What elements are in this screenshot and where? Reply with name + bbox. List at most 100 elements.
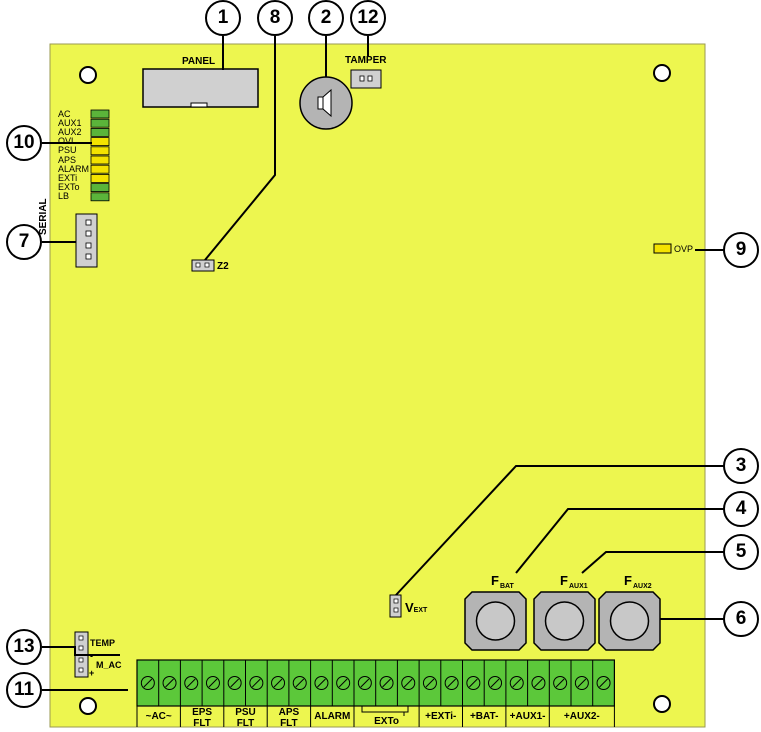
screw-slot xyxy=(468,678,478,688)
fuse-label: FAUX1 xyxy=(560,573,588,590)
callout-number: 2 xyxy=(320,7,332,28)
temp-plus: + xyxy=(89,668,95,678)
tamper-label: TAMPER xyxy=(345,55,387,66)
screw-slot xyxy=(251,678,261,688)
callout-number: 12 xyxy=(357,7,379,28)
ovp-led xyxy=(653,243,672,254)
screw-slot xyxy=(317,678,326,688)
screw-slot xyxy=(599,678,608,688)
fuse-sub: BAT xyxy=(499,583,514,590)
mounting-hole xyxy=(79,697,97,715)
callout-circle xyxy=(723,232,759,268)
exto-bracket xyxy=(361,706,409,716)
panel-label: PANEL xyxy=(182,56,216,67)
led-label: EXTo xyxy=(58,182,80,193)
callout-circle xyxy=(723,491,759,527)
z2-jumper xyxy=(191,259,215,272)
callout-number: 7 xyxy=(18,231,30,252)
terminal-label: +BAT- xyxy=(463,711,506,722)
screw-slot xyxy=(534,678,543,688)
fuse-letter: F xyxy=(560,573,568,588)
led-label: ALARM xyxy=(58,163,90,174)
terminal-label-line2: FLT xyxy=(236,718,255,729)
callout-circles xyxy=(6,0,759,708)
callout-circle xyxy=(723,601,759,637)
callout-circle xyxy=(6,125,42,161)
led-ac xyxy=(90,109,110,119)
terminal-label-line1: ~AC~ xyxy=(145,711,172,722)
callout-circle xyxy=(205,0,241,36)
led-label: AUX1 xyxy=(58,117,82,128)
fuse-cap xyxy=(609,601,650,641)
callout-number: 13 xyxy=(13,636,35,657)
terminal-label-line1: EPS xyxy=(192,707,213,718)
callout-number: 11 xyxy=(13,679,35,700)
fuse-letter: F xyxy=(624,573,632,588)
tamper-connector xyxy=(350,69,382,89)
terminal-label-line1: +AUX1- xyxy=(509,711,546,722)
terminal-label-dividers xyxy=(136,706,615,727)
led-indicators xyxy=(90,109,110,202)
led-lb xyxy=(90,192,110,202)
mounting-hole xyxy=(653,695,671,713)
vext-main: V xyxy=(405,600,414,615)
led-ovl xyxy=(90,137,110,147)
mounting-holes xyxy=(79,64,671,715)
led-aux2 xyxy=(90,127,110,137)
ovp-label: OVP xyxy=(674,244,694,254)
screw-slot xyxy=(403,678,413,688)
terminal-label-line2: FLT xyxy=(280,718,298,729)
terminal-label-line1: ALARM xyxy=(314,711,351,722)
panel-connector xyxy=(142,68,259,108)
speaker-icon xyxy=(317,88,332,118)
fuse-letter: F xyxy=(491,573,499,588)
led-aux1 xyxy=(90,118,110,128)
terminal-label-line1: +BAT- xyxy=(469,711,499,722)
screw-slot xyxy=(555,678,565,688)
vext-sub: EXT xyxy=(413,607,428,614)
screw-slot xyxy=(186,678,196,688)
callout-number: 5 xyxy=(735,541,747,562)
screw-slot xyxy=(165,678,174,688)
fuse-cap xyxy=(475,601,516,641)
pcb-board xyxy=(49,43,706,728)
screw-slot xyxy=(360,678,370,688)
callout-circle xyxy=(6,672,42,708)
terminal-label-line1: APS xyxy=(278,707,300,718)
callout-circle xyxy=(6,629,42,665)
fuse-label: FBAT xyxy=(491,573,514,590)
callout-circle xyxy=(723,534,759,570)
terminal-label: +AUX1- xyxy=(506,711,549,722)
led-psu xyxy=(90,146,110,156)
callout-number: 1 xyxy=(217,7,229,28)
screw-slot xyxy=(295,678,305,688)
terminal-label: ALARM xyxy=(311,711,354,722)
screw-slot xyxy=(143,678,153,688)
led-label: AUX2 xyxy=(58,126,82,137)
vext-label: VEXT xyxy=(405,600,427,615)
terminal-label: ~AC~ xyxy=(137,711,180,722)
callout-circle xyxy=(308,0,344,36)
screw-slot xyxy=(382,678,391,688)
led-label: LB xyxy=(58,191,70,202)
callout-number: 8 xyxy=(269,7,281,28)
terminal-block xyxy=(136,659,615,707)
callout-circle xyxy=(723,448,759,484)
screw-slot xyxy=(490,678,500,688)
terminal-label: EXTo xyxy=(354,716,419,727)
callout-circle xyxy=(257,0,293,36)
fuse-sub: AUX1 xyxy=(568,583,588,590)
mounting-hole xyxy=(653,64,671,82)
fuse-label: FAUX2 xyxy=(624,573,652,590)
callout-circle xyxy=(6,224,42,260)
led-label: APS xyxy=(58,154,77,165)
led-label: PSU xyxy=(58,145,77,156)
callout-number: 4 xyxy=(735,498,747,519)
led-label: AC xyxy=(58,108,71,119)
terminal-label-line1: +EXTi- xyxy=(425,711,457,722)
mounting-hole xyxy=(79,66,97,84)
callout-number: 3 xyxy=(735,455,747,476)
